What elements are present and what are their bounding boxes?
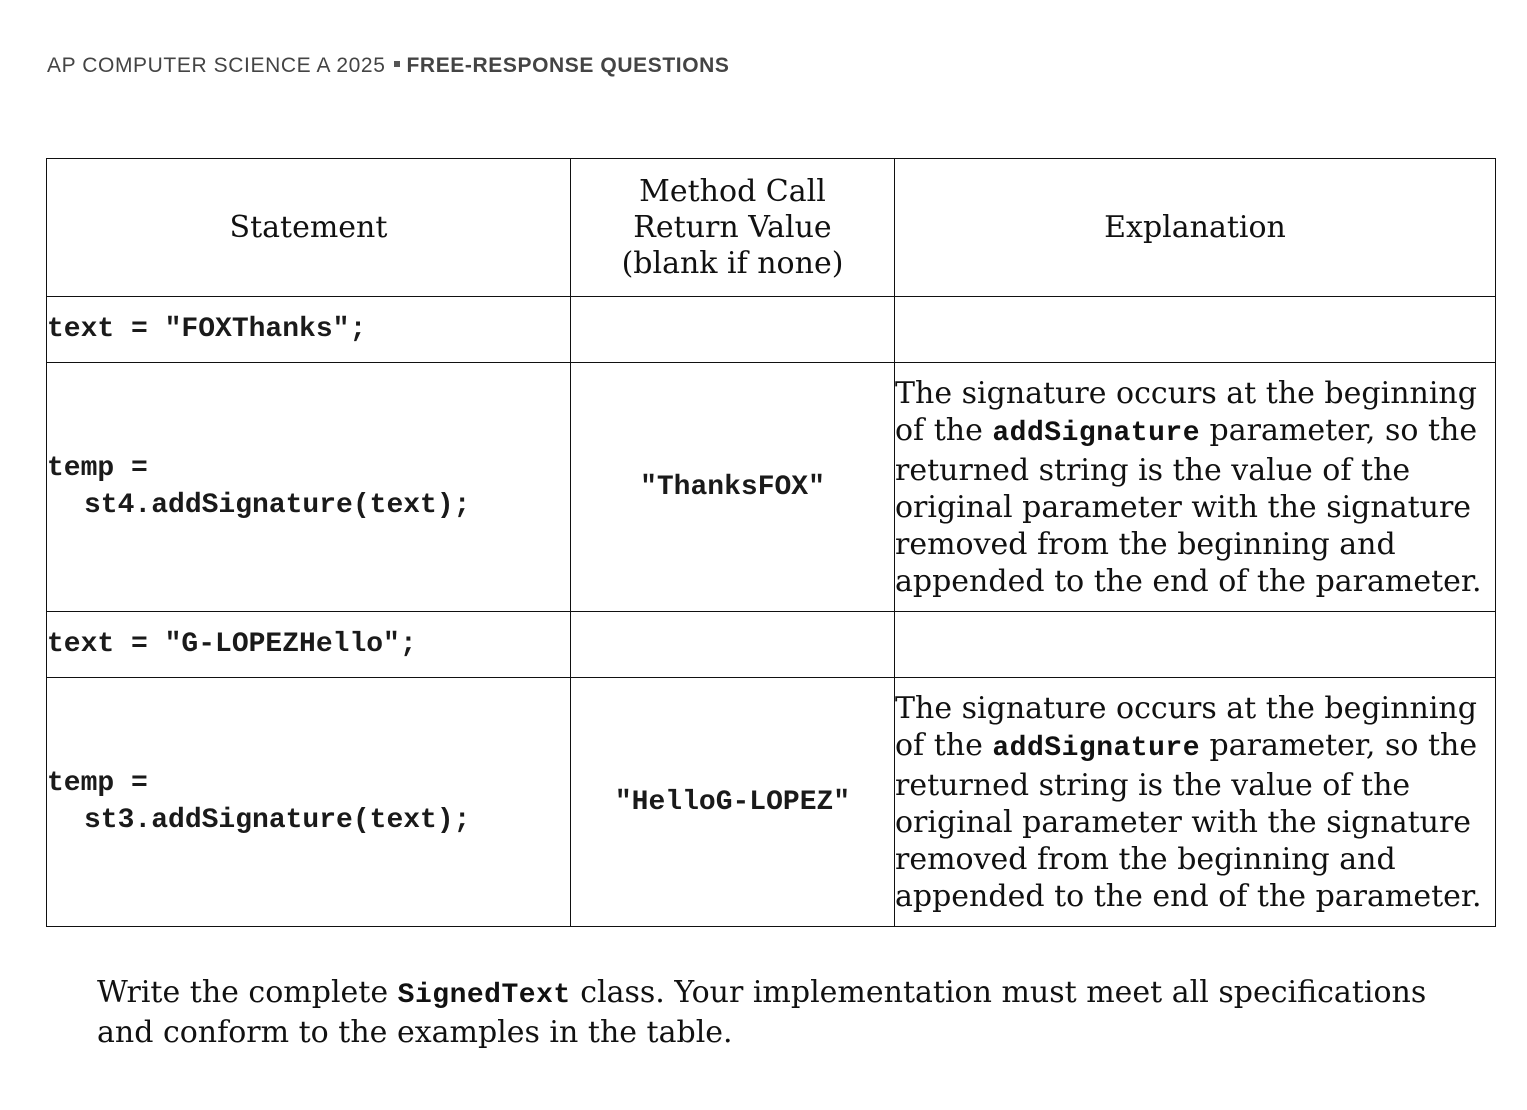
instruction-text: class. Your implementation must meet all… xyxy=(97,975,1427,1050)
explanation-cell: The signature occurs at the beginning of… xyxy=(894,362,1496,612)
section-title: FREE-RESPONSE QUESTIONS xyxy=(406,54,730,77)
table-row: temp = st4.addSignature(text); "ThanksFO… xyxy=(46,362,1496,612)
return-value-cell xyxy=(570,611,895,678)
explanation-text: The signature occurs at the beginning of… xyxy=(895,375,1477,448)
page-header: AP COMPUTER SCIENCE A 2025 FREE-RESPONSE … xyxy=(47,54,730,78)
header-return-line: Return Value xyxy=(633,209,832,245)
statement-line-continued: st3.addSignature(text); xyxy=(84,805,471,836)
table-row: text = "FOXThanks"; xyxy=(46,296,1496,363)
instruction-paragraph: Write the complete SignedText class. You… xyxy=(97,974,1487,1051)
separator-square-icon xyxy=(393,61,400,68)
explanation-cell xyxy=(894,296,1496,363)
table-header-row: Statement Method Call Return Value (blan… xyxy=(46,158,1496,297)
statement-line: temp = xyxy=(47,453,148,484)
statement-cell: text = "G-LOPEZHello"; xyxy=(46,611,571,678)
examples-table: Statement Method Call Return Value (blan… xyxy=(46,158,1496,927)
return-value-cell xyxy=(570,296,895,363)
explanation-code: addSignature xyxy=(992,417,1201,449)
statement-line-continued: st4.addSignature(text); xyxy=(84,490,471,521)
header-return-line: (blank if none) xyxy=(621,245,844,281)
table-row: text = "G-LOPEZHello"; xyxy=(46,611,1496,678)
instruction-text: Write the complete xyxy=(97,975,398,1010)
explanation-text: The signature occurs at the beginning of… xyxy=(895,690,1477,763)
explanation-text: parameter, so the returned string is the… xyxy=(895,727,1482,914)
statement-line: temp = xyxy=(47,768,148,799)
explanation-code: addSignature xyxy=(992,732,1201,764)
header-return-value: Method Call Return Value (blank if none) xyxy=(570,158,895,297)
explanation-text: parameter, so the returned string is the… xyxy=(895,412,1482,599)
class-name-code: SignedText xyxy=(397,980,571,1011)
header-return-line: Method Call xyxy=(639,173,826,209)
return-value-cell: "HelloG-LOPEZ" xyxy=(570,677,895,927)
explanation-cell: The signature occurs at the beginning of… xyxy=(894,677,1496,927)
explanation-cell xyxy=(894,611,1496,678)
statement-cell: temp = st3.addSignature(text); xyxy=(46,677,571,927)
table-row: temp = st3.addSignature(text); "HelloG-L… xyxy=(46,677,1496,927)
statement-line: text = "FOXThanks"; xyxy=(47,314,367,345)
course-title: AP COMPUTER SCIENCE A 2025 xyxy=(47,54,386,77)
statement-line: text = "G-LOPEZHello"; xyxy=(47,629,417,660)
header-statement: Statement xyxy=(46,158,571,297)
return-value-cell: "ThanksFOX" xyxy=(570,362,895,612)
statement-cell: temp = st4.addSignature(text); xyxy=(46,362,571,612)
header-explanation: Explanation xyxy=(894,158,1496,297)
statement-cell: text = "FOXThanks"; xyxy=(46,296,571,363)
